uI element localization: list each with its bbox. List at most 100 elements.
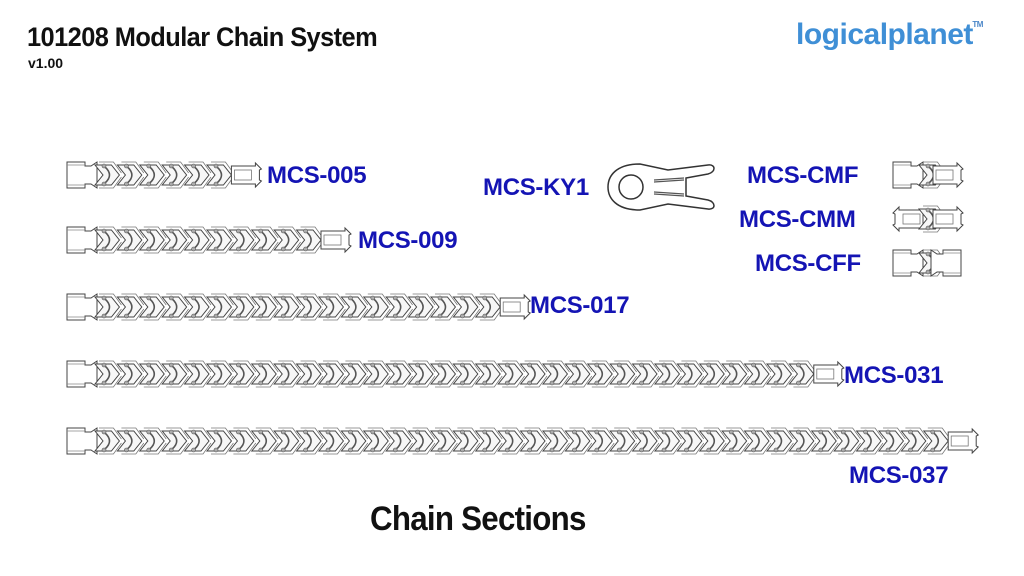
chain-link-ball xyxy=(933,432,940,450)
chain-link-pin xyxy=(392,362,398,368)
male-plug-slot xyxy=(935,213,954,225)
chain-link-pin xyxy=(146,295,152,301)
chain-link-ball xyxy=(283,298,290,316)
chain-link-pin xyxy=(684,429,689,435)
chain-link-edge xyxy=(345,427,369,440)
chain-link-edge xyxy=(166,161,189,174)
chain-link-edge xyxy=(614,360,637,373)
chain-link-pin xyxy=(236,429,241,435)
chain-link-ball xyxy=(418,432,424,450)
chain-link-ball xyxy=(104,298,111,316)
male-plug xyxy=(230,161,263,189)
chain-link-pin xyxy=(437,447,443,453)
chain-link-ball xyxy=(216,231,223,249)
chain-link-edge xyxy=(771,375,794,388)
chain-link xyxy=(698,430,725,452)
chain-link-pin xyxy=(925,251,931,257)
chain-link-edge xyxy=(121,293,145,306)
chain-link-pin xyxy=(661,362,667,368)
brand-logo: logicalplanet TM xyxy=(796,18,983,52)
chain-link xyxy=(116,430,143,452)
chain-link xyxy=(317,430,345,452)
chain-link-edge xyxy=(211,442,234,455)
chain-link-pin xyxy=(616,362,622,368)
chain-mcs-031 xyxy=(66,360,845,388)
chain-link-pin xyxy=(684,447,689,453)
chain-link-edge xyxy=(390,375,413,388)
chain-link-edge xyxy=(278,375,301,388)
chain-link-ball xyxy=(597,365,604,383)
chain-link-ball xyxy=(843,432,850,450)
chain-link-edge xyxy=(143,226,167,239)
chain-link xyxy=(743,430,770,452)
chain-link-ball xyxy=(754,432,760,450)
chain-link-pin xyxy=(796,447,801,453)
chain-link-pin xyxy=(706,362,712,368)
chain-link-pin xyxy=(168,429,174,435)
chain-link xyxy=(273,363,300,385)
chain-link-ball xyxy=(418,365,424,383)
chain-link-pin xyxy=(639,362,644,368)
chain-link-ball xyxy=(485,432,492,450)
chain-link-pin xyxy=(370,429,376,435)
female-end xyxy=(892,249,924,277)
chain-link xyxy=(765,430,793,452)
key-tool-slot xyxy=(653,177,685,197)
chain-link-edge xyxy=(233,241,257,254)
chain-link-pin xyxy=(191,295,196,301)
chain-link-edge xyxy=(726,360,749,373)
chain-link-pin xyxy=(594,447,600,453)
chain-link-edge xyxy=(323,375,346,388)
chain-link-pin xyxy=(885,447,891,453)
chain-link-edge xyxy=(211,161,234,174)
chain-link-pin xyxy=(460,313,465,319)
chain-link-ball xyxy=(731,365,738,383)
chain-link-edge xyxy=(188,226,212,239)
male-plug-slot xyxy=(502,301,521,313)
male-plug-slot xyxy=(950,435,969,447)
chain-link-edge xyxy=(748,427,772,440)
chain-link-ball xyxy=(194,231,200,249)
chain-link-edge xyxy=(390,427,413,440)
chain-link xyxy=(250,296,277,318)
male-plug xyxy=(813,360,845,388)
chain-link-pin xyxy=(213,228,219,234)
chain-link xyxy=(407,363,434,385)
chain-link-edge xyxy=(569,442,593,455)
chain-link xyxy=(93,164,121,186)
chain-link-ball xyxy=(597,432,604,450)
chain-link-ball xyxy=(910,432,917,450)
chain-link-edge xyxy=(502,427,525,440)
chain-link-pin xyxy=(168,313,174,319)
chain-link-pin xyxy=(572,447,577,453)
chain-link xyxy=(362,430,389,452)
chain-link xyxy=(407,430,434,452)
chain-link-pin xyxy=(146,362,152,368)
chain-link xyxy=(250,229,277,251)
chain-link-edge xyxy=(323,308,346,321)
chain-link xyxy=(497,430,524,452)
chain-link-edge xyxy=(278,293,301,306)
chain-link-pin xyxy=(236,362,241,368)
label-mcs-005: MCS-005 xyxy=(267,162,367,189)
chain-link xyxy=(452,296,479,318)
chain-link-edge xyxy=(99,308,122,321)
chain-link-pin xyxy=(303,228,308,234)
chain-link-edge xyxy=(614,427,637,440)
chain-link-edge xyxy=(233,375,257,388)
chain-link-pin xyxy=(482,447,488,453)
chain-link-pin xyxy=(303,313,308,319)
chain-link xyxy=(407,296,434,318)
chain-link-pin xyxy=(392,380,398,386)
chain-link-pin xyxy=(706,380,712,386)
chain-link-ball xyxy=(485,298,492,316)
chain-link xyxy=(474,363,501,385)
chain-link-ball xyxy=(126,298,133,316)
chain-link-pin xyxy=(840,429,846,435)
chain-link-edge xyxy=(211,375,234,388)
chain-link-edge xyxy=(233,293,257,306)
chain-link-pin xyxy=(818,429,824,435)
chain-link-ball xyxy=(216,365,223,383)
chain-link-edge xyxy=(614,442,637,455)
chain-link-pin xyxy=(168,228,174,234)
